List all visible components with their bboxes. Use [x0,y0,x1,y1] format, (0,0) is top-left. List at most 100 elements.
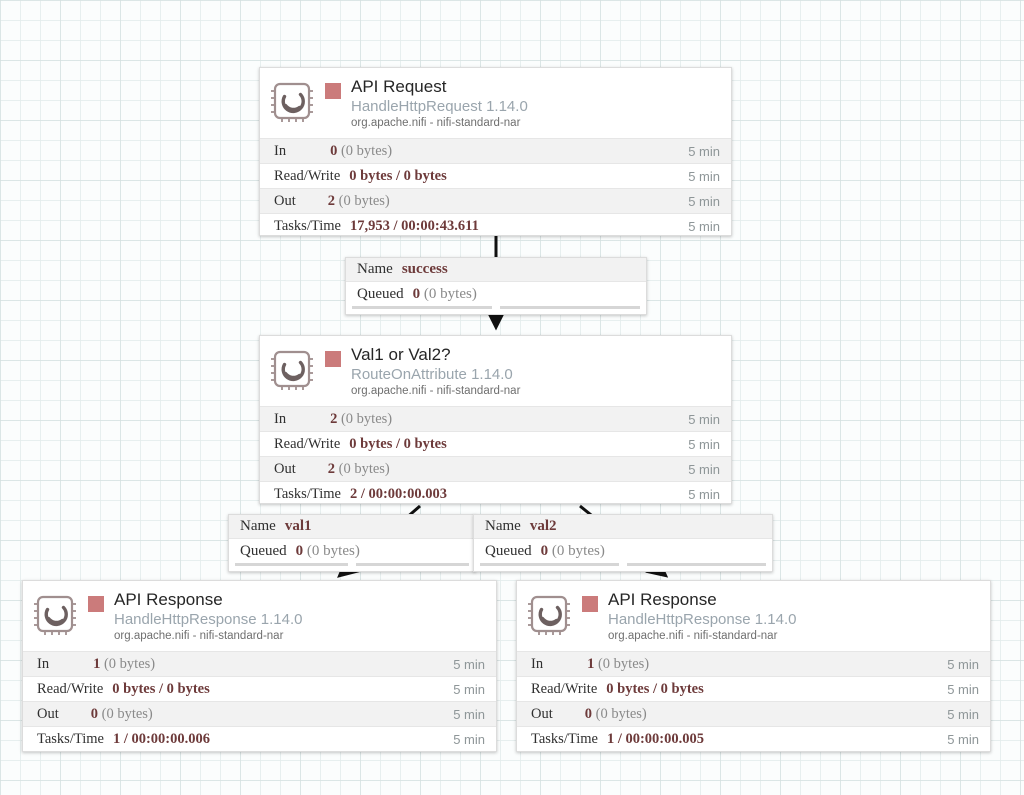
stat-label: Read/Write [37,680,104,697]
stat-value: 1 / 00:00:00.006 [112,730,210,747]
processor-titles: API Request HandleHttpRequest 1.14.0 org… [351,77,723,131]
stat-row: In 1 (0 bytes) 5 min [517,651,990,676]
stat-label: Out [274,460,296,477]
stat-value: 0 bytes / 0 bytes [112,680,210,697]
stat-label: Read/Write [274,435,341,452]
stat-value: 2 (0 bytes) [327,192,390,209]
connection-queued-value: 0 (0 bytes) [540,542,605,559]
stat-value: 0 (0 bytes) [90,705,153,722]
stat-time: 5 min [688,486,720,502]
stat-row: In 2 (0 bytes) 5 min [260,406,731,431]
processor-api-request[interactable]: API Request HandleHttpRequest 1.14.0 org… [259,67,732,236]
stat-value: 2 (0 bytes) [330,410,393,427]
stat-value: 1 (0 bytes) [93,655,156,672]
stat-label: Out [274,192,296,209]
stat-time: 5 min [688,461,720,477]
stat-row: Read/Write 0 bytes / 0 bytes 5 min [260,431,731,456]
processor-bundle: org.apache.nifi - nifi-standard-nar [351,117,521,129]
stat-row: Out 0 (0 bytes) 5 min [23,701,496,726]
processor-chip-icon [526,591,572,637]
stat-row: Read/Write 0 bytes / 0 bytes 5 min [260,163,731,188]
connection-queued-row: Queued 0 (0 bytes) [229,539,475,563]
stat-time: 5 min [453,731,485,747]
processor-name: API Request [351,77,447,96]
processor-chip-icon [269,346,315,392]
stat-value: 17,953 / 00:00:43.611 [349,217,479,234]
stat-label: Tasks/Time [274,485,341,502]
processor-val1-or-val2[interactable]: Val1 or Val2? RouteOnAttribute 1.14.0 or… [259,335,732,504]
connection-name-value: val1 [284,518,312,534]
connection-usage-bars [229,563,475,568]
connection-name-row: Name val1 [229,515,475,539]
connection-name-label: Name [485,518,521,534]
stat-label: Read/Write [531,680,598,697]
processor-type: HandleHttpResponse 1.14.0 [114,611,303,628]
queue-size-bar [500,306,640,309]
stat-time: 5 min [453,681,485,697]
queue-count-bar [235,563,348,566]
connection-name-row: Name val2 [474,515,772,539]
processor-bundle: org.apache.nifi - nifi-standard-nar [351,385,521,397]
processor-api-response-right[interactable]: API Response HandleHttpResponse 1.14.0 o… [516,580,991,752]
queue-count-bar [480,563,619,566]
stat-row: In 0 (0 bytes) 5 min [260,138,731,163]
processor-api-response-left[interactable]: API Response HandleHttpResponse 1.14.0 o… [22,580,497,752]
stat-row: Tasks/Time 17,953 / 00:00:43.611 5 min [260,213,731,235]
stat-label: Tasks/Time [274,217,341,234]
queue-count-bar [352,306,492,309]
processor-name: API Response [114,590,223,609]
stat-row: Read/Write 0 bytes / 0 bytes 5 min [517,676,990,701]
stat-value: 2 (0 bytes) [327,460,390,477]
stat-row: Tasks/Time 1 / 00:00:00.006 5 min [23,726,496,751]
connection-val1[interactable]: Name val1 Queued 0 (0 bytes) [228,514,476,572]
connection-success[interactable]: Name success Queued 0 (0 bytes) [345,257,647,315]
connection-queued-row: Queued 0 (0 bytes) [474,539,772,563]
connection-name-label: Name [240,518,276,534]
connection-usage-bars [474,563,772,568]
status-stopped-square-icon[interactable] [88,596,104,612]
connection-queued-label: Queued [357,285,404,302]
status-stopped-square-icon[interactable] [582,596,598,612]
stat-value: 0 bytes / 0 bytes [606,680,704,697]
stat-row: Out 2 (0 bytes) 5 min [260,188,731,213]
connection-name-value: success [401,261,448,277]
processor-header: API Response HandleHttpResponse 1.14.0 o… [23,581,496,651]
processor-header: API Response HandleHttpResponse 1.14.0 o… [517,581,990,651]
stat-label: In [274,410,287,427]
stat-value: 2 / 00:00:00.003 [349,485,447,502]
queue-size-bar [356,563,469,566]
processor-titles: API Response HandleHttpResponse 1.14.0 o… [608,590,982,644]
stat-label: Out [531,705,553,722]
queue-size-bar [627,563,766,566]
status-stopped-square-icon[interactable] [325,83,341,99]
stat-label: Tasks/Time [37,730,104,747]
connection-val2[interactable]: Name val2 Queued 0 (0 bytes) [473,514,773,572]
processor-type: HandleHttpRequest 1.14.0 [351,98,528,115]
stat-label: Tasks/Time [531,730,598,747]
processor-chip-icon [32,591,78,637]
connection-queued-label: Queued [240,542,287,559]
processor-header: API Request HandleHttpRequest 1.14.0 org… [260,68,731,138]
stat-row: In 1 (0 bytes) 5 min [23,651,496,676]
stat-time: 5 min [947,681,979,697]
connection-name-value: val2 [529,518,557,534]
stat-value: 0 bytes / 0 bytes [349,435,447,452]
stat-row: Tasks/Time 2 / 00:00:00.003 5 min [260,481,731,503]
processor-name: API Response [608,590,717,609]
stat-value: 1 (0 bytes) [587,655,650,672]
stat-time: 5 min [688,143,720,159]
stat-row: Tasks/Time 1 / 00:00:00.005 5 min [517,726,990,751]
processor-bundle: org.apache.nifi - nifi-standard-nar [114,630,284,642]
connection-queued-value: 0 (0 bytes) [412,285,477,302]
processor-name: Val1 or Val2? [351,345,451,364]
stat-row: Out 2 (0 bytes) 5 min [260,456,731,481]
stat-time: 5 min [453,706,485,722]
stat-time: 5 min [688,411,720,427]
processor-type: RouteOnAttribute 1.14.0 [351,366,513,383]
stat-value: 1 / 00:00:00.005 [606,730,704,747]
processor-titles: API Response HandleHttpResponse 1.14.0 o… [114,590,488,644]
processor-titles: Val1 or Val2? RouteOnAttribute 1.14.0 or… [351,345,723,399]
stat-value: 0 (0 bytes) [584,705,647,722]
status-stopped-square-icon[interactable] [325,351,341,367]
